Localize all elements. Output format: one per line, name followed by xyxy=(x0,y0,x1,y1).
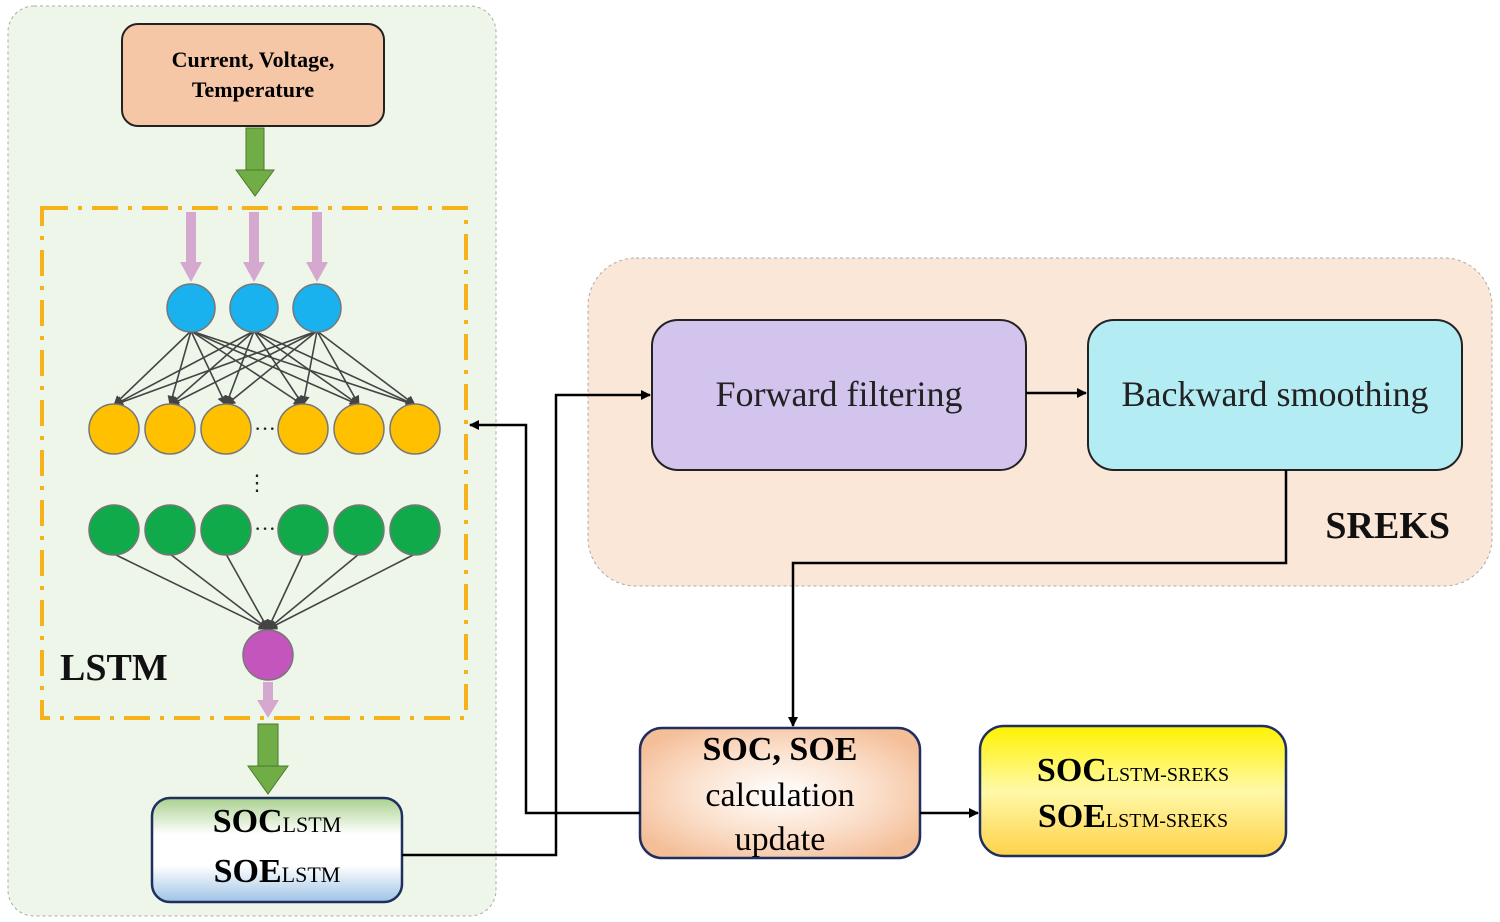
green-arrow-bottom xyxy=(247,723,289,795)
deep-node xyxy=(389,504,441,556)
soc-lstm-sub: LSTM xyxy=(283,812,342,837)
input-node xyxy=(229,283,279,333)
hidden-node xyxy=(200,403,252,455)
input-layer xyxy=(166,283,342,333)
deep-node xyxy=(144,504,196,556)
deep-node xyxy=(88,504,140,556)
connection-line xyxy=(190,330,304,406)
calc-line3: update xyxy=(735,821,826,858)
deep-output-connections xyxy=(113,553,416,630)
input-box-line2: Temperature xyxy=(192,77,314,102)
connection-line xyxy=(267,553,360,630)
input-node xyxy=(166,283,216,333)
connection-line xyxy=(224,330,255,406)
deep-node xyxy=(333,504,385,556)
connection-line xyxy=(190,330,416,407)
connection-line xyxy=(190,330,360,406)
calc-line2: calculation xyxy=(705,777,854,814)
connection-line xyxy=(267,553,416,630)
hidden-node xyxy=(277,403,329,455)
connection-line xyxy=(113,330,255,406)
connection-line xyxy=(169,330,255,406)
arrow-backward-to-calc xyxy=(788,470,1288,727)
connection-line xyxy=(167,330,192,406)
backward-smoothing-box xyxy=(1087,319,1463,471)
soe-result-main: SOE xyxy=(1038,798,1106,835)
soc-lstm-line: SOCLSTM xyxy=(213,803,342,840)
input-box xyxy=(121,23,385,127)
deep-layer xyxy=(88,504,441,556)
hidden-node xyxy=(144,403,196,455)
hidden-node xyxy=(333,403,385,455)
connection-line xyxy=(169,330,318,406)
soc-lstm-main: SOC xyxy=(213,803,283,840)
hidden-ellipsis: ··· xyxy=(254,416,276,441)
soc-result-main: SOC xyxy=(1037,752,1107,789)
connection-line xyxy=(253,330,304,406)
hidden-node xyxy=(389,403,441,455)
result-box xyxy=(978,724,1288,858)
connection-line xyxy=(113,553,269,630)
forward-filtering-label: Forward filtering xyxy=(716,374,963,414)
lstm-network-frame xyxy=(40,206,468,720)
output-node xyxy=(242,629,294,681)
connection-line xyxy=(113,330,192,406)
connection-line xyxy=(253,330,360,406)
soc-result-line: SOCLSTM-SREKS xyxy=(1037,752,1229,789)
hidden-node xyxy=(88,403,140,455)
soe-lstm-sub: LSTM xyxy=(282,862,341,887)
deep-ellipsis: ··· xyxy=(254,516,276,541)
layer-ellipsis: ⋮ xyxy=(246,470,268,495)
connection-line xyxy=(225,553,269,630)
forward-filtering-box xyxy=(651,319,1027,471)
hidden-layer xyxy=(88,403,441,455)
lstm-panel xyxy=(7,5,497,917)
connection-line xyxy=(316,330,360,406)
pink-output-arrow xyxy=(257,682,279,718)
soc-result-sub: LSTM-SREKS xyxy=(1107,764,1229,786)
connection-line xyxy=(190,330,227,406)
soe-lstm-main: SOE xyxy=(214,853,282,890)
connection-line xyxy=(267,553,304,630)
soe-lstm-line: SOELSTM xyxy=(214,853,341,890)
connection-line xyxy=(169,553,269,630)
lstm-label: LSTM xyxy=(60,647,168,689)
soe-result-sub: LSTM-SREKS xyxy=(1106,810,1228,832)
connection-line xyxy=(225,330,318,406)
calc-line1: SOC, SOE xyxy=(703,731,858,768)
connection-line xyxy=(299,330,318,406)
green-arrow-top xyxy=(235,127,275,197)
connection-line xyxy=(113,330,318,407)
input-hidden-connections xyxy=(113,330,416,407)
arrow-calc-to-lstm xyxy=(469,420,640,815)
arrow-soclstm-to-forward xyxy=(402,390,651,857)
deep-node xyxy=(200,504,252,556)
calc-update-box xyxy=(638,726,922,860)
backward-smoothing-label: Backward smoothing xyxy=(1122,374,1429,414)
input-box-line1: Current, Voltage, xyxy=(172,47,335,72)
soc-lstm-box xyxy=(150,796,404,904)
connection-line xyxy=(316,330,416,406)
sreks-label: SREKS xyxy=(1325,505,1450,547)
deep-node xyxy=(277,504,329,556)
soe-result-line: SOELSTM-SREKS xyxy=(1038,798,1228,835)
pink-input-arrows xyxy=(180,212,328,282)
input-node xyxy=(292,283,342,333)
